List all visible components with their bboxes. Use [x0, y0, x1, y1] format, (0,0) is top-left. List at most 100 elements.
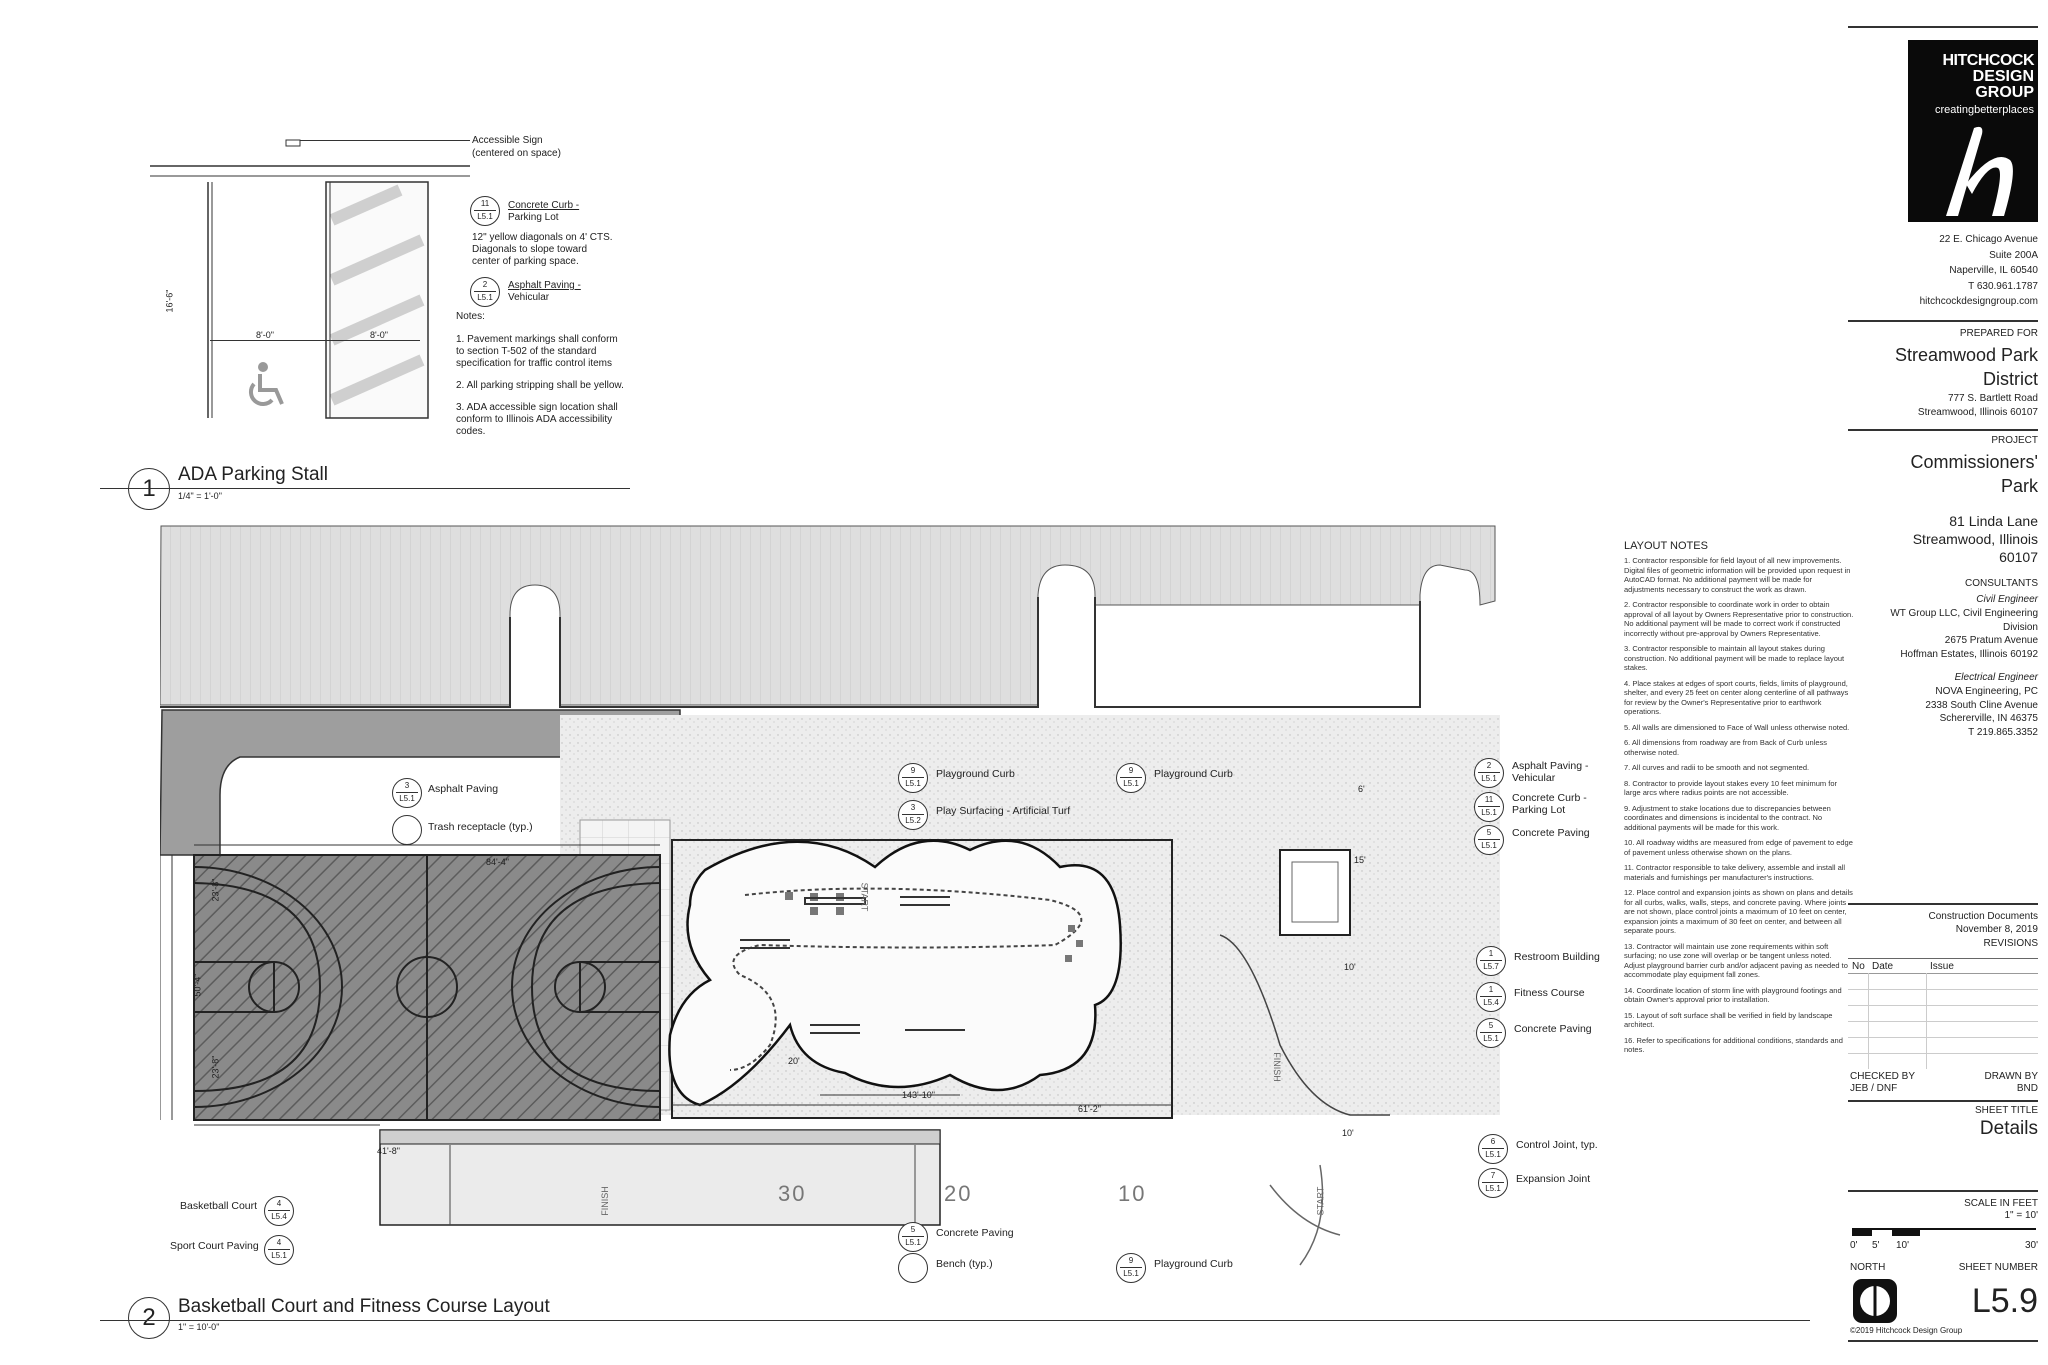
consultants-label: CONSULTANTS	[1965, 578, 2038, 589]
rule-project	[1848, 429, 2038, 431]
rule-sheet-title	[1848, 1100, 2038, 1102]
label-asphalt: Asphalt Paving	[428, 783, 499, 795]
detail1-number: 1	[128, 468, 170, 510]
dim-10b: 10'	[1342, 1128, 1354, 1138]
logo-name-2: DESIGN	[1972, 68, 2034, 85]
ada-sign-leader	[300, 140, 470, 141]
trash-receptacle-ref	[392, 815, 422, 845]
ada-notes-label: Notes:	[456, 311, 485, 322]
detail1-title-rule	[100, 488, 630, 489]
layout-note: 9. Adjustment to stake locations due to …	[1624, 803, 1831, 832]
revisions-label: REVISIONS	[1983, 938, 2038, 949]
rule-prepared	[1848, 320, 2038, 322]
label-conc-curb: Concrete Curb -Parking Lot	[1512, 792, 1587, 816]
drawn-by-value: BND	[2016, 1083, 2038, 1094]
layout-notes-label: LAYOUT NOTES	[1624, 540, 1708, 552]
layout-note: 13. Contractor will maintain use zone re…	[1624, 941, 1848, 980]
label-conc-pave1: Concrete Paving	[1512, 827, 1590, 839]
ada-curb-label: Concrete Curb -Parking Lot	[508, 200, 580, 223]
track-finish: FINISH	[599, 1186, 610, 1216]
dim-court-h1: 23'-8"	[210, 878, 221, 902]
ada-dim-1: 8'-0"	[256, 330, 274, 340]
label-restroom: Restroom Building	[1514, 951, 1600, 963]
rule-bottom	[1848, 1340, 2038, 1342]
sheet-number-value: L5.9	[1971, 1282, 2038, 1320]
label-conc-pave2: Concrete Paving	[1514, 1023, 1592, 1035]
detail2-title: Basketball Court and Fitness Course Layo…	[178, 1296, 550, 1317]
ada-dim-line	[210, 340, 420, 341]
label-expansion: Expansion Joint	[1516, 1173, 1591, 1185]
rev-col-no: No	[1852, 961, 1865, 972]
detail2-scale: 1" = 10'-0"	[178, 1322, 220, 1332]
dim-court-width: 84'-4"	[486, 857, 509, 867]
layout-note: 5. All walls are dimensioned to Face of …	[1624, 722, 1850, 732]
scale-tick-0: 0'	[1850, 1240, 1858, 1251]
scale-tick-5: 5'	[1872, 1240, 1880, 1251]
sheet-title-label: SHEET TITLE	[1975, 1105, 2038, 1116]
playground-start: START	[859, 882, 870, 912]
sheet-number-label: SHEET NUMBER	[1958, 1262, 2038, 1273]
rule-status	[1848, 903, 2038, 905]
track-start: START	[1315, 1186, 1326, 1216]
layout-note: 1. Contractor responsible for field layo…	[1624, 556, 1851, 594]
project-name: Commissioners'Park	[1910, 452, 2038, 496]
logo-name-1: HITCHCOCK	[1942, 52, 2035, 69]
layout-note: 16. Refer to specifications for addition…	[1624, 1035, 1843, 1055]
label-play-surf: Play Surfacing - Artificial Turf	[936, 805, 1071, 817]
logo-name-3: GROUP	[1975, 84, 2034, 101]
rev-col-date: Date	[1872, 961, 1894, 972]
dim-playground-w: 143'-10"	[902, 1090, 935, 1100]
revisions-table: No Date Issue	[1848, 958, 2038, 1069]
layout-note: 15. Layout of soft surface shall be veri…	[1624, 1010, 1833, 1030]
layout-note: 8. Contractor to provide layout stakes e…	[1624, 778, 1838, 798]
label-sport: Sport Court Paving	[170, 1240, 259, 1252]
ada-pave-label: Asphalt Paving -Vehicular	[508, 280, 581, 303]
ada-diag-label: 12" yellow diagonals on 4' CTS.Diagonals…	[472, 232, 613, 267]
rule-scale	[1848, 1190, 2038, 1192]
detail2-number: 2	[128, 1297, 170, 1339]
bench-ref	[898, 1253, 928, 1283]
layout-note: 2. Contractor responsible to coordinate …	[1624, 600, 1854, 638]
project-label: PROJECT	[1991, 435, 2038, 446]
north-label: NORTH	[1850, 1262, 1886, 1273]
copyright: ©2019 Hitchcock Design Group	[1850, 1326, 1963, 1335]
track-mark-20: 20	[944, 1181, 973, 1206]
track-mark-10: 10	[1118, 1181, 1147, 1206]
logo-h-mark	[1946, 126, 2013, 216]
dim-10a: 10'	[1344, 962, 1356, 972]
detail1-title: ADA Parking Stall	[178, 464, 328, 485]
ada-dim-2: 8'-0"	[370, 330, 388, 340]
dim-6: 6'	[1358, 784, 1365, 794]
layout-note: 11. Contractor responsible to take deliv…	[1624, 863, 1846, 882]
ada-stall-drawing	[150, 139, 470, 419]
layout-note: 3. Contractor responsible to maintain al…	[1624, 644, 1845, 672]
sheet-title-value: Details	[1979, 1118, 2038, 1139]
titleblock-top-rule	[1848, 26, 2038, 28]
detail1-scale: 1/4" = 1'-0"	[178, 491, 222, 501]
label-fitness: Fitness Course	[1514, 987, 1585, 999]
rev-col-issue: Issue	[1930, 961, 1954, 972]
label-pg-curb1: Playground Curb	[936, 768, 1015, 780]
playground-finish: FINISH	[1271, 1052, 1282, 1082]
electrical-role: Electrical Engineer	[1954, 672, 2038, 683]
dim-15: 15'	[1354, 855, 1366, 865]
layout-note: 4. Place stakes at edges of sport courts…	[1624, 678, 1849, 717]
